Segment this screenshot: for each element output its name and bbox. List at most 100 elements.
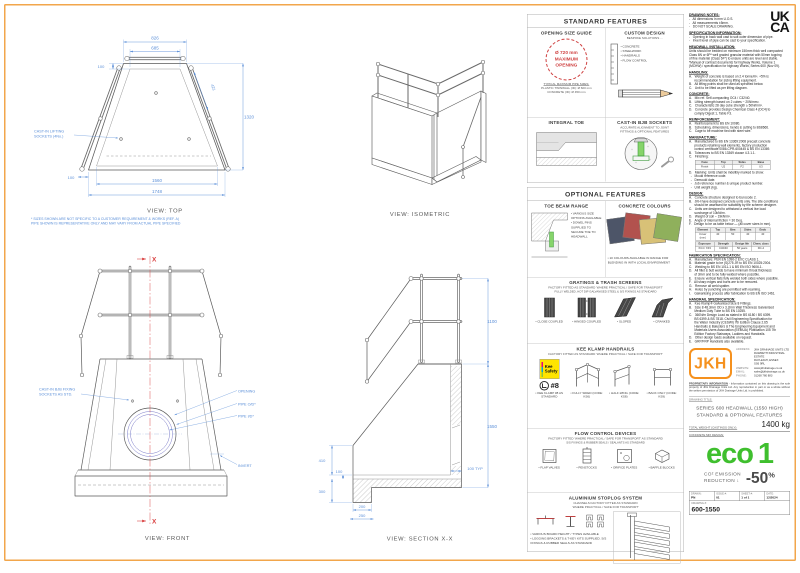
drawn-label: DRAWN:	[691, 492, 702, 496]
section-lines: A. Mix ref. Self-compacting OC4 / C32/40…	[689, 97, 790, 116]
custom-design-title: CUSTOM DESIGN	[624, 30, 665, 36]
t-key-icon	[565, 515, 576, 527]
flow-item: FLAP VALVES	[531, 447, 567, 470]
phone-value: 01268 780 883	[754, 374, 773, 378]
note-line: B. Lifting strength based on 2 cubes ~ 2…	[689, 100, 760, 104]
jkh-logo: JKH	[689, 348, 732, 380]
notes-sidebar: UK CA DRAWING NOTES: - All dimensions in…	[689, 8, 790, 554]
date-value: 12/2024	[766, 495, 778, 500]
dim-depth: 1320	[244, 115, 255, 120]
kee-brand-2: Safety	[544, 368, 558, 374]
grating-close-coupled-icon	[544, 297, 555, 318]
kee-klamp-standard-item: Kee Safety #8 KEE KLAMP #8 AS STANDARD	[531, 358, 567, 400]
address-line: RAWRETH INDUSTRIAL ESTATE	[754, 351, 785, 359]
table-header-cell: Chem. class	[751, 241, 771, 247]
note-line: - Mould reference code.	[689, 174, 727, 179]
note-line: BS 6399 & BS 7818. Civil Engineering Spe…	[689, 317, 773, 321]
section-mark-bottom: X	[152, 519, 157, 526]
optional-features-panel: OPTIONAL FEATURES TOE BEAM RANGE VARIOUS…	[527, 187, 684, 564]
drawing-title-label: DRAWING TITLE:	[689, 398, 713, 402]
footnote-line: PIPE SHOWN IS REPRESENTATIVE ONLY AND MA…	[31, 222, 181, 226]
note-line: - Unit weight (kg).	[689, 185, 718, 190]
table-cell: U2	[714, 165, 733, 170]
eco1-logo: eco1	[706, 438, 774, 468]
dim-wall: 100	[98, 64, 105, 69]
drawing-title-line1: SERIES 600 HEADWALL (1550 HIGH)	[696, 405, 783, 412]
jkh-logo-text: JKH	[694, 354, 727, 373]
note-line: A. Mix ref. Self-compacting OC4 / C32/40…	[689, 96, 751, 101]
label-invert: INVERT	[238, 464, 252, 468]
note-line: H. Holes by punching are permitted with …	[689, 288, 761, 292]
note-line: C. Units are designed to withstand a ver…	[689, 207, 766, 212]
section-handrail	[364, 273, 463, 384]
front-labels: CAST-IN BJB FIXING SOCKETS AS STD. OPENI…	[39, 388, 256, 469]
stoplog-bullet: VARIOUS BOARD HEIGHT / TYPES AVAILABLE	[531, 532, 611, 537]
integral-toe-graphic	[536, 132, 597, 166]
view-front-label: VIEW: FRONT	[144, 535, 191, 542]
handrail-label: FULLY SIDED (CODE: KS6)	[569, 392, 605, 400]
issue-value: 01	[716, 495, 720, 500]
handrail-back-only-icon	[652, 367, 672, 386]
gratings-section: GRATINGS & TRASH SCREENS FACTORY FITTED …	[527, 278, 684, 344]
table-cell: DC-4	[751, 246, 771, 252]
note-line: D. Marking: Units shall be indelibly mar…	[689, 170, 764, 175]
note-line: B. All lifting points shall be used as s…	[689, 82, 764, 87]
handrail-item: BACK ONLY (CODE: KS9)	[644, 362, 680, 399]
note-line: C. Cage to be machine tied with steel wi…	[689, 129, 752, 134]
view-top: 826 685 100 421 1320 1560 1748 100	[25, 12, 305, 247]
table-header-cell: Strength	[714, 241, 733, 247]
flow-label: ORIFICE PLATES	[611, 467, 637, 471]
view-isometric-label: VIEW: ISOMETRIC	[389, 211, 451, 218]
co2-percent: -50	[745, 468, 769, 487]
note-line: B. Size 8 48.3mm OD x 3.2mm Wall Thickne…	[689, 305, 774, 310]
installation-section: HEADWALL INSTALLATION: Units should be b…	[689, 46, 790, 69]
note-line: - DO NOT SCALE DRAWING.	[689, 25, 734, 29]
titleblock-row: DRAWN:PN ISSUE #:01 SHEET #:1 of 1 DATE:…	[689, 491, 790, 502]
note-line: A. Manufactured to BS EN 13369:2008 prec…	[689, 140, 771, 144]
dim-base-outer: 1748	[152, 189, 163, 194]
section-dimensions: 1100 1550 410 100 300 100 TYP 200 250	[319, 278, 498, 520]
note-line: A. Concrete structure designed to Euroco…	[689, 196, 757, 200]
label-bjb-sockets-2: SOCKETS AS STD.	[39, 393, 72, 397]
concrete-colours-title: CONCRETE COLOURS	[618, 203, 671, 209]
note-line: A. Reinforcement to BS EN 10080.	[689, 122, 741, 126]
website-value: www.jkhdrainage.co.uk	[754, 367, 783, 371]
concrete-colours-cell: CONCRETE COLOURS 10 COLOURS AVAILABLE IN…	[606, 201, 684, 277]
size-8-tag: #8	[550, 381, 559, 390]
table-header-cell: Btm	[725, 227, 741, 233]
grating-hinged-icon	[577, 297, 596, 318]
opening-max-2: OPENING	[555, 62, 578, 69]
flow-items: FLAP VALVES PENSTOCKS	[531, 447, 681, 470]
table-header-cell: Ends	[755, 227, 771, 233]
handrail-half-wing-icon	[613, 364, 631, 387]
co2-line2: REDUCTION ↓	[704, 478, 740, 484]
note-line: recommendation for sizing lifting equipm…	[689, 78, 757, 83]
ukca-uk: UK	[770, 8, 789, 24]
toe-beam-bullets: VARIOUS SIZE OPTIONS AVAILABLEDOWEL PINS…	[571, 212, 603, 270]
table-cell: XC4 / XF3	[695, 246, 715, 252]
flow-control-title: FLOW CONTROL DEVICES	[574, 431, 637, 436]
table-cell: 50 years	[733, 246, 752, 252]
section-mark-top: X	[152, 257, 157, 264]
custom-design-bullet: FLOW CONTROL	[621, 58, 647, 63]
flow-caption: FACTORY FITTED 'WHERE PRACTICAL / SAFE F…	[548, 437, 663, 441]
section-title: HANDLING:	[689, 70, 709, 75]
grating-label: CLOSE COUPLED	[536, 321, 563, 325]
issue-label: ISSUE #:	[716, 492, 727, 496]
section-title: SPECIFICATION INFORMATION:	[689, 31, 742, 35]
note-line: D. Concrete provides Design Chemical Cla…	[689, 108, 771, 112]
view-section-label: VIEW: SECTION X-X	[386, 536, 454, 542]
front-concrete	[74, 358, 228, 497]
label-pipe-id: PIPE I/D*	[238, 415, 254, 419]
custom-design-bullet: CONCRETE	[621, 44, 647, 49]
proprietary-note: PROPRIETARY INFORMATION - Information co…	[689, 383, 790, 394]
co2-line1: CO² EMISSION	[704, 471, 741, 478]
standard-features-panel: STANDARD FEATURES OPENING SIZE GUIDE Ø 7…	[527, 14, 684, 183]
drawing-title: SERIES 600 HEADWALL (1550 HIGH) STANDARD…	[689, 405, 790, 418]
website-label: WEBSITE:	[736, 367, 750, 371]
note-line: D. Other design loads available on reque…	[689, 336, 753, 340]
weight-value: 1400 kg	[761, 420, 790, 429]
pipe-sizes-caption: TYPICAL MAXIMUM PIPE SIZES:	[543, 83, 590, 86]
